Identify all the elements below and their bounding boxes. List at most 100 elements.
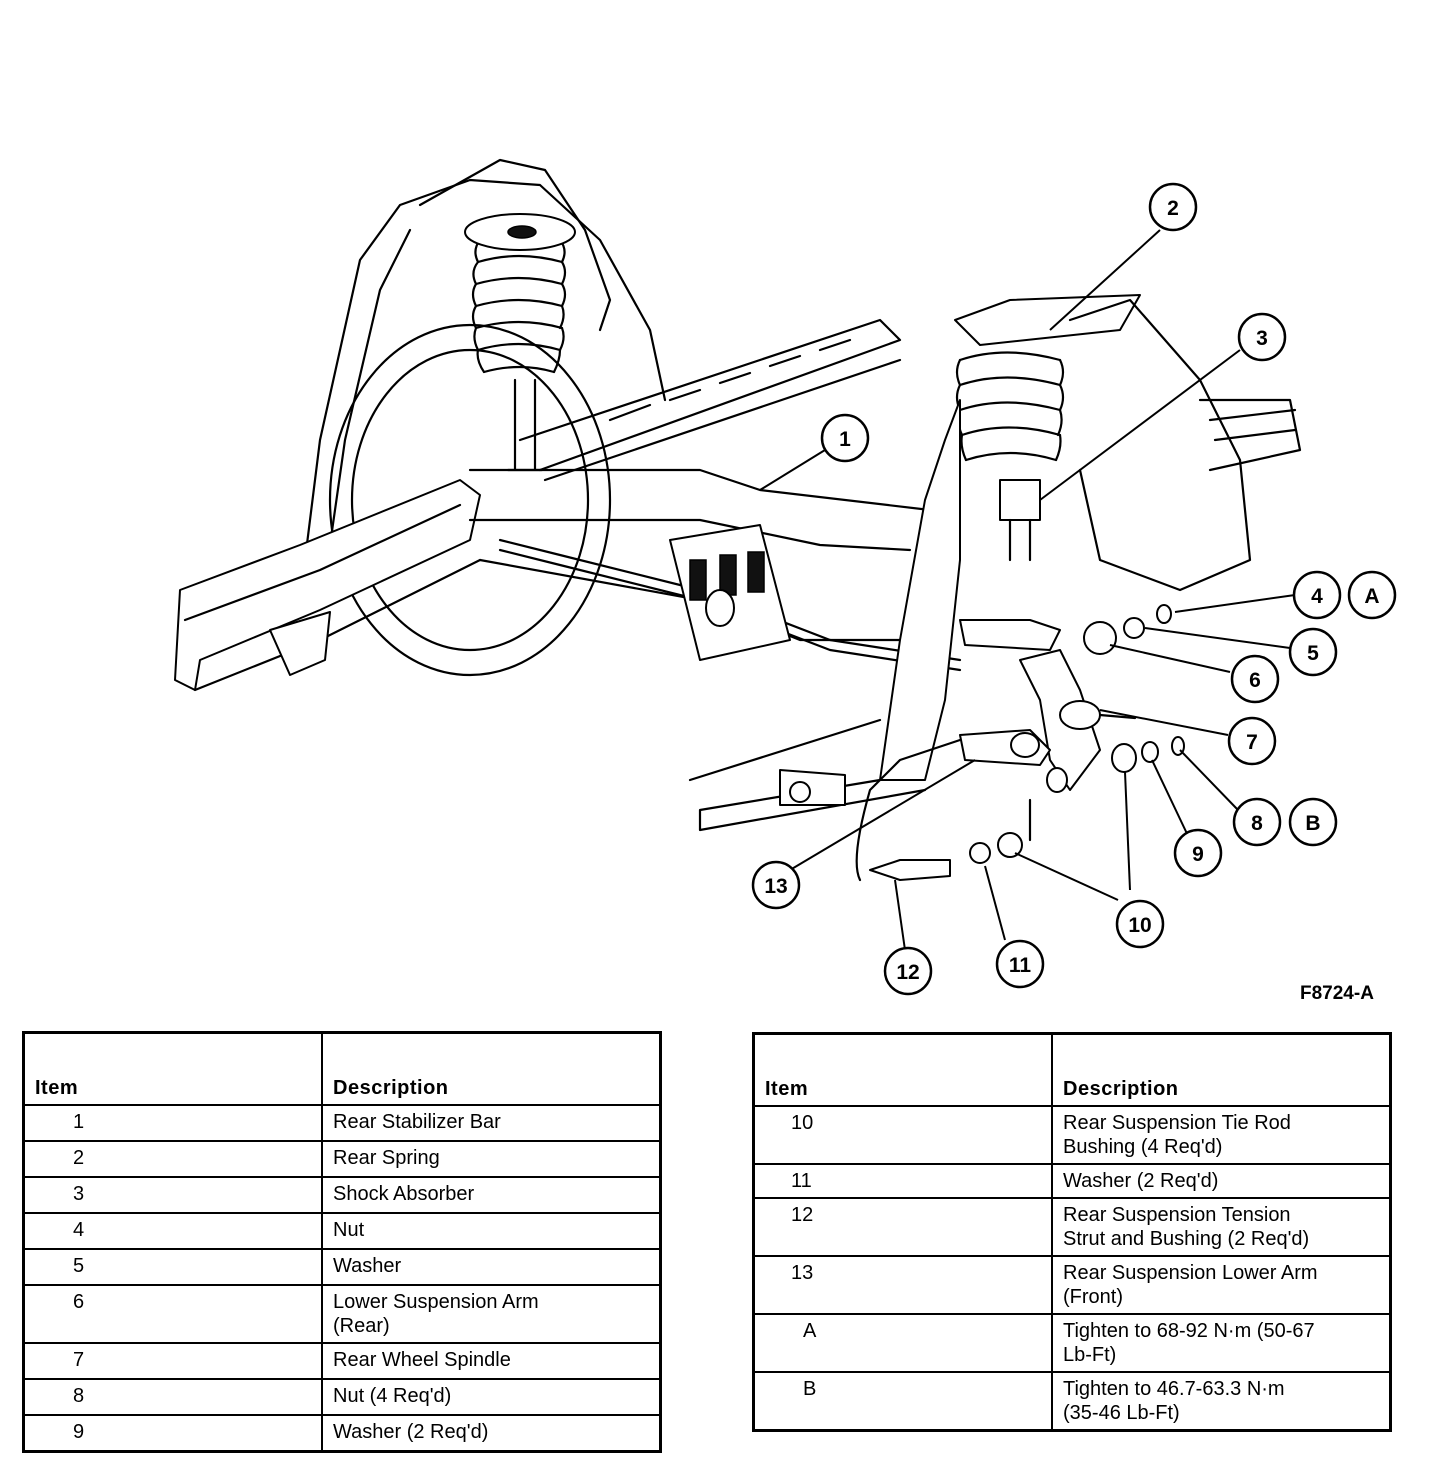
callout-8: 8 [1232,797,1282,847]
description-line: (Rear) [333,1315,390,1337]
description-line: Rear Suspension Tie Rod [1063,1112,1291,1134]
callout-13: 13 [751,860,801,910]
description-line: Rear Stabilizer Bar [333,1111,501,1133]
item-number: 5 [22,1248,323,1286]
item-description: Lower Suspension Arm(Rear) [321,1284,662,1344]
svg-text:12: 12 [896,961,919,984]
right-wheel-housing [1068,298,1302,592]
description-line: Tighten to 68-92 N·m (50-67 [1063,1320,1315,1342]
callout-1: 1 [820,413,870,463]
description-line: (35-46 Lb-Ft) [1063,1402,1180,1424]
description-line: Tighten to 46.7-63.3 N·m [1063,1378,1285,1400]
item-description: Shock Absorber [321,1176,662,1214]
description-line: Lb-Ft) [1063,1344,1117,1366]
description-line: Washer (2 Req'd) [1063,1170,1219,1192]
description-line: Rear Suspension Lower Arm [1063,1262,1318,1284]
item-number: 12 [752,1197,1053,1257]
description-line: Bushing (4 Req'd) [1063,1136,1223,1158]
item-description: Nut (4 Req'd) [321,1378,662,1416]
left-spring [464,213,576,472]
description-line: (Front) [1063,1286,1123,1308]
description-line: Nut (4 Req'd) [333,1385,452,1407]
callout-2: 2 [1148,182,1198,232]
table-row: 5 Washer [22,1248,662,1286]
item-number: 11 [752,1163,1053,1199]
item-number: 13 [752,1255,1053,1315]
description-line: Rear Suspension Tension [1063,1204,1291,1226]
svg-text:11: 11 [1009,954,1032,977]
right-spring [954,294,1141,562]
svg-text:2: 2 [1167,197,1179,220]
item-description: Washer (2 Req'd) [321,1414,662,1453]
description-line: Washer [333,1255,402,1277]
table-row: 2 Rear Spring [22,1140,662,1178]
item-description: Washer (2 Req'd) [1051,1163,1392,1199]
item-description: Rear Stabilizer Bar [321,1104,662,1142]
item-number: 1 [22,1104,323,1142]
item-number: 3 [22,1176,323,1214]
leader-lines [759,229,1296,951]
column-header-item: Item [22,1031,323,1106]
table-row: 7 Rear Wheel Spindle [22,1342,662,1380]
description-line: Washer (2 Req'd) [333,1421,489,1443]
table-header-row: Item Description [752,1032,1392,1107]
callout-10: 10 [1115,899,1165,949]
item-number: 6 [22,1284,323,1344]
item-description: Nut [321,1212,662,1250]
column-header-description: Description [1051,1032,1392,1107]
callout-A: A [1347,570,1397,620]
svg-text:5: 5 [1307,642,1319,665]
item-description: Rear Spring [321,1140,662,1178]
suspension-diagram: 1 2 3 4 A 5 6 7 8 B 9 10 11 12 13 [174,158,1397,996]
description-line: Strut and Bushing (2 Req'd) [1063,1228,1310,1250]
svg-text:9: 9 [1192,843,1204,866]
item-number: 2 [22,1140,323,1178]
callout-6: 6 [1230,654,1280,704]
item-number: A [752,1313,1053,1373]
svg-text:10: 10 [1128,914,1151,937]
svg-text:4: 4 [1311,585,1323,608]
table-body: 1 Rear Stabilizer Bar 2 Rear Spring 3 Shock A… [22,1104,662,1453]
callout-4: 4 [1292,570,1342,620]
svg-text:6: 6 [1249,669,1261,692]
stabilizer-bar [498,524,962,672]
table-row: 11 Washer (2 Req'd) [752,1163,1392,1199]
item-number: 7 [22,1342,323,1380]
description-line: Rear Wheel Spindle [333,1349,511,1371]
callout-5: 5 [1288,627,1338,677]
left-frame-rail [174,479,482,692]
svg-text:3: 3 [1256,327,1268,350]
callout-B: B [1288,797,1338,847]
svg-text:8: 8 [1251,812,1263,835]
callout-11: 11 [995,939,1045,989]
description-line: Shock Absorber [333,1183,475,1205]
item-description: Rear Suspension Lower Arm(Front) [1051,1255,1392,1315]
item-number: 9 [22,1414,323,1453]
item-number: B [752,1371,1053,1432]
item-number: 4 [22,1212,323,1250]
table-header-row: Item Description [22,1031,662,1106]
description-line: Lower Suspension Arm [333,1291,539,1313]
callout-9: 9 [1173,828,1223,878]
svg-text:B: B [1305,812,1320,835]
svg-text:13: 13 [764,875,787,898]
callout-7: 7 [1227,716,1277,766]
column-header-item: Item [752,1032,1053,1107]
table-row: 9 Washer (2 Req'd) [22,1414,662,1453]
svg-text:7: 7 [1246,731,1258,754]
table-row: 1 Rear Stabilizer Bar [22,1104,662,1142]
item-description: Washer [321,1248,662,1286]
left-wheel-assembly [303,158,667,677]
item-description: Tighten to 46.7-63.3 N·m(35-46 Lb-Ft) [1051,1371,1392,1432]
description-line: Rear Spring [333,1147,440,1169]
item-description: Rear Wheel Spindle [321,1342,662,1380]
